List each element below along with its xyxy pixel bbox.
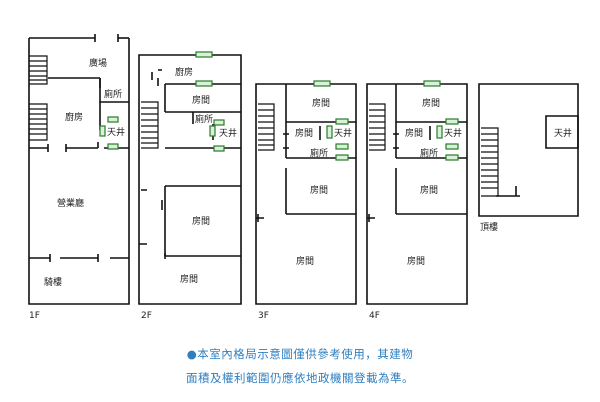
room-label-4f-room-mid: 房間 — [420, 184, 438, 196]
room-label-3f-light-well: 天井 — [334, 127, 352, 139]
room-label-2f-room-mid: 房間 — [192, 215, 210, 227]
room-label-2f-toilet: 廁所 — [195, 113, 213, 125]
room-label-3f-room-bottom: 房間 — [296, 255, 314, 267]
stairs-1f-a — [29, 55, 48, 85]
notice-line-1: ●本室內格局示意圖僅供參考使用，其建物 — [186, 347, 414, 361]
floor-2f — [138, 51, 242, 305]
window-4f-e — [436, 125, 443, 139]
stairs-3f — [258, 103, 275, 151]
room-label-4f-room-small: 房間 — [405, 127, 423, 139]
room-label-3f-room-small: 房間 — [295, 127, 313, 139]
window-2f-d — [213, 145, 225, 152]
window-3f-d — [335, 154, 349, 161]
floor-1f — [28, 34, 130, 305]
room-label-1f-kitchen: 廚房 — [65, 111, 83, 123]
floor-label-2f: 2F — [141, 311, 152, 321]
window-4f-c — [445, 143, 459, 150]
floor-3f — [255, 80, 357, 305]
window-3f-a — [313, 80, 331, 87]
window-3f-b — [335, 118, 349, 125]
room-label-4f-light-well: 天井 — [444, 127, 462, 139]
floor-label-4f: 4F — [369, 311, 380, 321]
room-label-4f-room-top: 房間 — [422, 97, 440, 109]
window-1f-a — [107, 116, 119, 123]
window-4f-d — [445, 154, 459, 161]
room-label-roof-light-well: 天井 — [554, 127, 572, 139]
room-label-1f-business-hall: 營業廳 — [57, 197, 84, 209]
floor-label-roof: 頂樓 — [480, 221, 498, 233]
room-label-2f-room-bottom: 房間 — [180, 273, 198, 285]
window-2f-b — [195, 80, 213, 87]
stairs-1f-b — [29, 103, 48, 141]
room-label-3f-room-top: 房間 — [312, 97, 330, 109]
window-2f-c — [213, 119, 225, 126]
stairs-roof — [481, 127, 499, 197]
room-label-4f-room-bottom: 房間 — [407, 255, 425, 267]
floor-label-1f: 1F — [29, 311, 40, 321]
floor-roof — [478, 83, 579, 217]
window-2f-e — [209, 125, 216, 137]
floor-4f — [366, 80, 468, 305]
room-label-2f-kitchen: 廚房 — [175, 66, 193, 78]
floor-label-3f: 3F — [258, 311, 269, 321]
window-1f-c — [99, 125, 106, 137]
room-label-4f-toilet: 廁所 — [420, 147, 438, 159]
window-3f-e — [326, 125, 333, 139]
window-4f-a — [423, 80, 441, 87]
window-3f-c — [335, 143, 349, 150]
notice-line-2: 面積及權利範圍仍應依地政機關登載為準。 — [186, 371, 414, 385]
room-label-1f-light-well: 天井 — [107, 126, 125, 138]
room-label-1f-plaza: 廣場 — [89, 57, 107, 69]
room-label-3f-toilet: 廁所 — [310, 147, 328, 159]
room-label-1f-toilet: 廁所 — [104, 88, 122, 100]
room-label-2f-room-top: 房間 — [192, 94, 210, 106]
window-4f-b — [445, 118, 459, 125]
room-label-2f-light-well: 天井 — [219, 127, 237, 139]
window-2f-a — [195, 51, 213, 58]
room-label-3f-room-mid: 房間 — [310, 184, 328, 196]
stairs-4f — [369, 103, 386, 151]
room-label-1f-arcade: 騎樓 — [44, 276, 62, 288]
stairs-2f — [141, 101, 159, 149]
window-1f-b — [107, 143, 119, 150]
